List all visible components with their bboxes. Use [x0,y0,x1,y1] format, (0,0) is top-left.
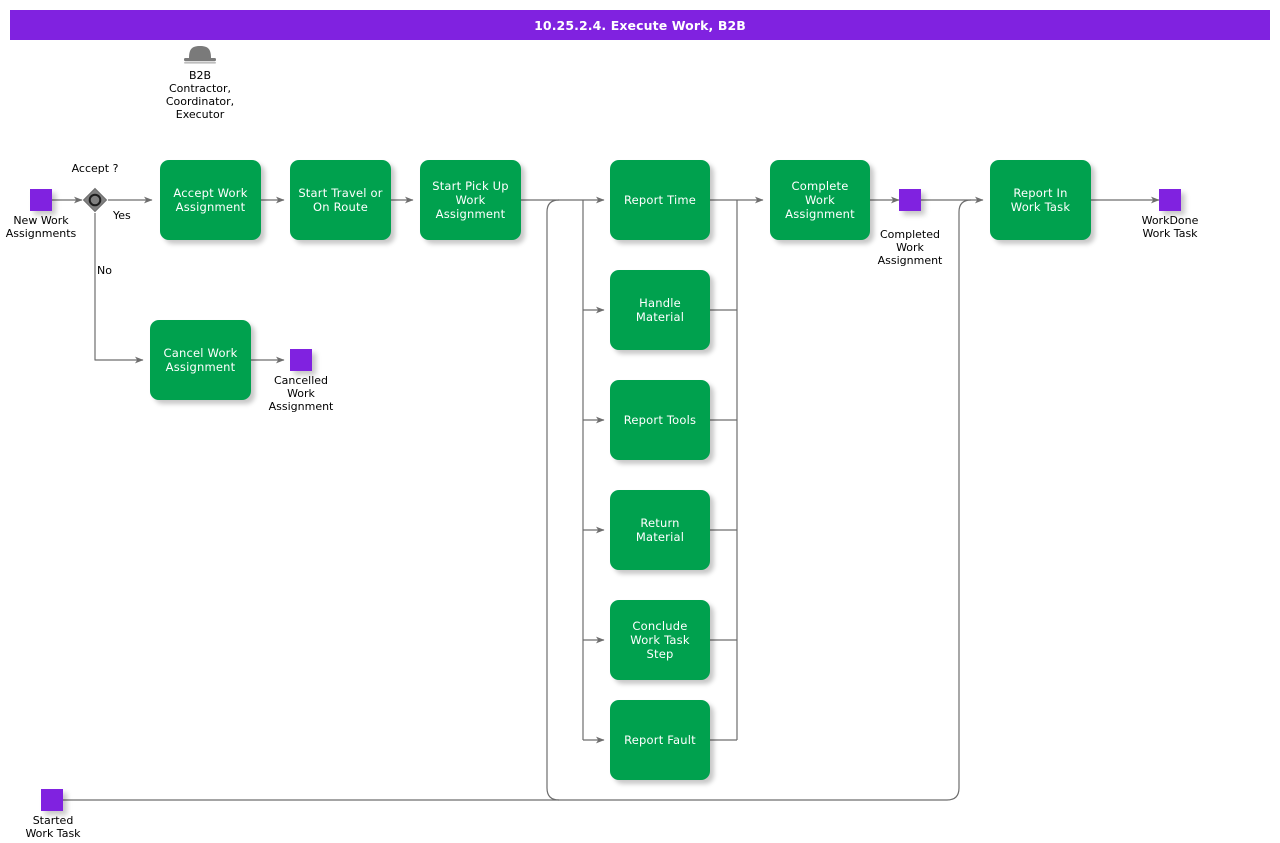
role-actor: B2B Contractor, Coordinator, Executor [160,44,240,121]
task-return-material[interactable]: Return Material [610,490,710,570]
task-conclude-work-task-step[interactable]: Conclude Work Task Step [610,600,710,680]
event-new-work-assignments-label: New Work Assignments [5,214,77,240]
accept-gateway[interactable] [82,187,108,213]
task-handle-material[interactable]: Handle Material [610,270,710,350]
bowler-hat-icon [180,44,220,66]
task-report-fault[interactable]: Report Fault [610,700,710,780]
task-report-in-work-task[interactable]: Report In Work Task [990,160,1091,240]
gateway-question: Accept ? [71,162,119,175]
task-accept-work-assignment[interactable]: Accept Work Assignment [160,160,261,240]
event-completed-work-assignment[interactable] [899,189,921,211]
page-title: 10.25.2.4. Execute Work, B2B [10,10,1270,40]
event-started-work-task[interactable] [41,789,63,811]
event-completed-work-assignment-label: Completed Work Assignment [877,228,943,267]
gateway-yes-label: Yes [113,209,131,222]
event-cancelled-work-assignment[interactable] [290,349,312,371]
event-workdone-work-task-label: WorkDone Work Task [1141,214,1199,240]
role-label: B2B Contractor, Coordinator, Executor [165,69,235,121]
task-complete-work-assignment[interactable]: Complete Work Assignment [770,160,870,240]
event-workdone-work-task[interactable] [1159,189,1181,211]
task-cancel-work-assignment[interactable]: Cancel Work Assignment [150,320,251,400]
event-cancelled-work-assignment-label: Cancelled Work Assignment [268,374,334,413]
task-report-tools[interactable]: Report Tools [610,380,710,460]
task-start-travel-or-on-route[interactable]: Start Travel or On Route [290,160,391,240]
event-new-work-assignments[interactable] [30,189,52,211]
gateway-no-label: No [97,264,112,277]
task-start-pick-up-work-assignment[interactable]: Start Pick Up Work Assignment [420,160,521,240]
task-report-time[interactable]: Report Time [610,160,710,240]
event-started-work-task-label: Started Work Task [25,814,81,840]
